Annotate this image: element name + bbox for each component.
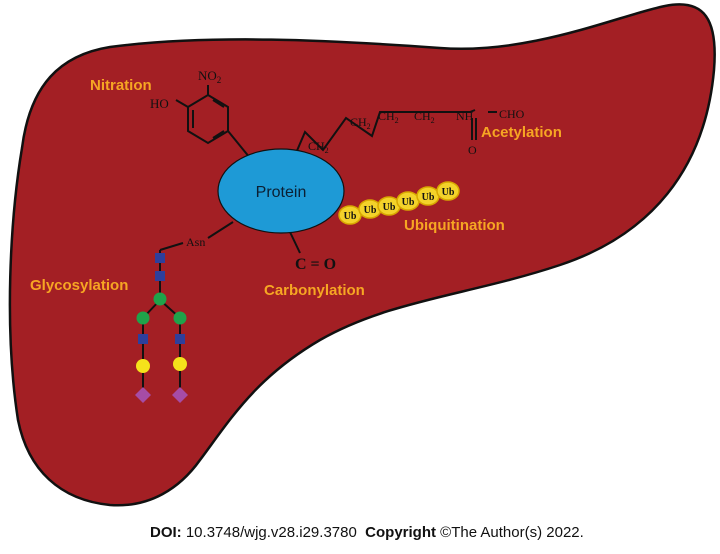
doi-value: 10.3748/wjg.v28.i29.3780 <box>185 524 357 541</box>
citation-footer: DOI: 10.3748/wjg.v28.i29.3780 Copyright … <box>150 524 718 541</box>
glycan-diamond <box>172 387 188 403</box>
copyright-value: ©The Author(s) 2022. <box>440 524 584 541</box>
glycan-square <box>155 253 165 263</box>
glycan-square <box>175 334 185 344</box>
ch2-label-4: CH2 <box>414 109 435 125</box>
glycan-circle <box>173 357 187 371</box>
carbonyl-oxygen-label: O <box>468 143 477 157</box>
svg-text:Ub: Ub <box>402 197 415 208</box>
carbonylation-label: Carbonylation <box>264 282 365 299</box>
cho-label: CHO <box>499 107 525 121</box>
ubiquitin-unit: Ub <box>358 199 382 219</box>
glycan-circle <box>136 359 150 373</box>
acetylation-label: Acetylation <box>481 124 562 141</box>
glycan-square <box>155 271 165 281</box>
glycan-tree <box>135 242 188 403</box>
nitrophenol-group <box>175 85 251 159</box>
copyright-label: Copyright <box>365 524 436 541</box>
asn-label: Asn <box>186 235 205 249</box>
glycan-circle <box>173 311 187 325</box>
nitration-label: Nitration <box>90 77 152 94</box>
nitro-label: NO2 <box>198 68 221 85</box>
ubiquitination-label: Ubiquitination <box>404 217 505 234</box>
glycosylation-label: Glycosylation <box>30 277 128 294</box>
ch2-label-1: CH2 <box>308 139 329 155</box>
doi-label: DOI: <box>150 524 182 541</box>
lysine-chain <box>292 109 497 161</box>
svg-text:Ub: Ub <box>442 187 455 198</box>
protein-ellipse <box>217 148 345 234</box>
ubiquitin-unit: Ub <box>436 181 460 201</box>
glycan-circle <box>136 311 150 325</box>
protein-bonds <box>207 221 301 254</box>
hydroxyl-label: HO <box>150 96 169 111</box>
ch2-label-2: CH2 <box>350 115 371 131</box>
protein-label: Protein <box>256 184 307 201</box>
svg-text:Ub: Ub <box>422 192 435 203</box>
glycan-diamond <box>135 387 151 403</box>
ubiquitin-unit: Ub <box>396 191 420 211</box>
carbonyl-label: C = O <box>295 256 336 273</box>
liver-shape <box>8 3 716 507</box>
svg-text:Ub: Ub <box>364 205 377 216</box>
svg-text:Ub: Ub <box>344 211 357 222</box>
ubiquitin-unit: Ub <box>416 186 440 206</box>
svg-text:Ub: Ub <box>383 202 396 213</box>
ch2-label-3: CH2 <box>378 109 399 125</box>
glycan-circle <box>153 292 167 306</box>
ubiquitin-unit: Ub <box>338 205 362 225</box>
ubiquitin-chain: Ub Ub Ub Ub Ub Ub <box>338 181 460 225</box>
glycan-square <box>138 334 148 344</box>
liver-diagram: HO NO2 CH2 CH2 CH2 CH2 NH CHO O Protein … <box>8 3 716 507</box>
nh-label: NH <box>456 109 474 123</box>
